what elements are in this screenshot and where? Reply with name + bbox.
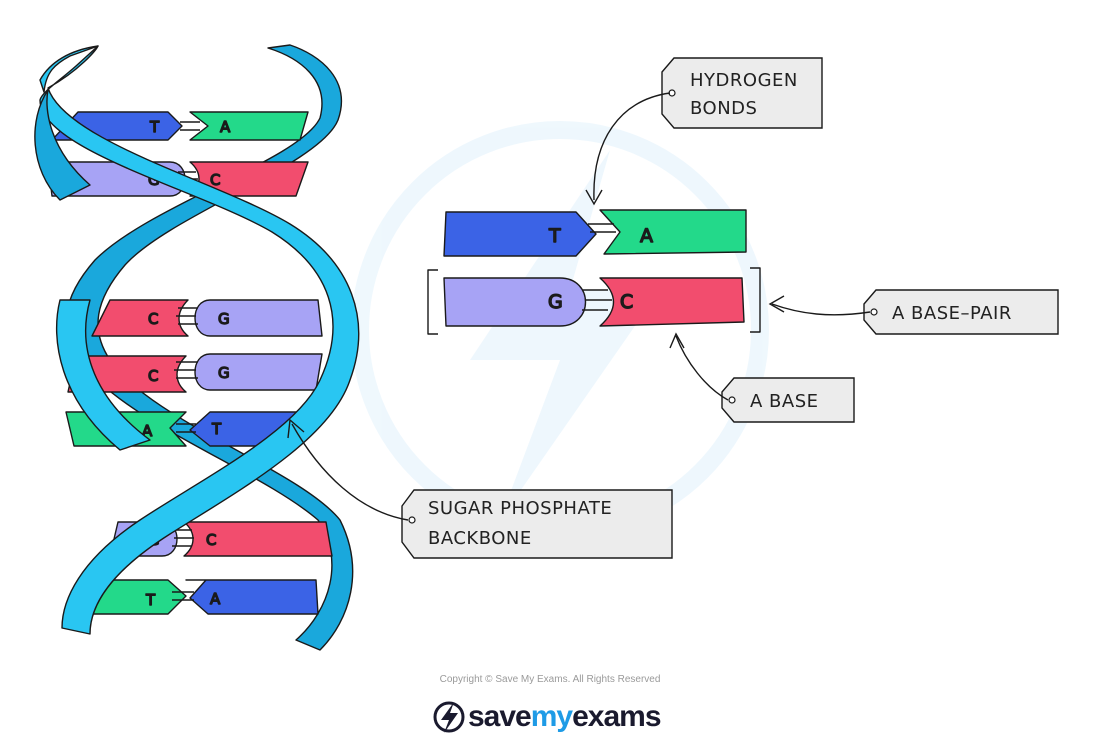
label-base-pair: A BASE–PAIR: [768, 289, 1059, 335]
brand-exams: exams: [572, 700, 661, 733]
backbone-strand-lower-left: [55, 299, 151, 451]
brand-bolt-icon: [433, 701, 465, 733]
detail-pair-gc-right: C: [620, 291, 633, 313]
brand-logo: save my exams: [468, 697, 662, 737]
label-backbone-line2: BACKBONE: [428, 528, 532, 549]
backbone-strand-left: [34, 89, 91, 201]
label-hydrogen-bonds-line1: HYDROGEN: [690, 70, 798, 91]
copyright-notice: Copyright © Save My Exams. All Rights Re…: [439, 674, 661, 685]
helix-pair-4-left: C: [148, 367, 158, 385]
detail-pair-ta: T A: [443, 209, 747, 257]
helix-pair-3: C G: [91, 299, 323, 337]
detail-base-pairs: T A G C: [427, 209, 761, 335]
helix-pair-3-left: C: [148, 310, 158, 328]
helix-pair-7-left: T: [145, 591, 156, 609]
detail-pair-gc-left: G: [548, 291, 563, 313]
helix-pair-1: T A: [51, 111, 309, 141]
helix-pair-2-right: C: [210, 171, 220, 189]
brand-my: my: [530, 700, 573, 733]
dna-double-helix: T A G C C G C G: [34, 44, 360, 651]
label-base-text: A BASE: [750, 391, 819, 412]
label-base-pair-text: A BASE–PAIR: [892, 303, 1012, 324]
brand-save: save: [468, 700, 532, 733]
label-hydrogen-bonds: HYDROGEN BONDS: [585, 57, 823, 206]
helix-pair-7-right: A: [210, 590, 221, 608]
base-pair-bracket-left: [427, 269, 438, 335]
helix-pair-1-left: T: [149, 118, 160, 136]
label-backbone-line1: SUGAR PHOSPHATE: [428, 498, 612, 519]
detail-pair-ta-left: T: [548, 225, 561, 247]
label-sugar-phosphate-backbone: SUGAR PHOSPHATE BACKBONE: [287, 418, 673, 559]
helix-pair-4: C G: [67, 353, 323, 393]
base-pair-bracket-right: [750, 267, 761, 333]
label-hydrogen-bonds-line2: BONDS: [690, 98, 757, 119]
backbone-strand-front: [39, 45, 360, 635]
watermark-logo: [351, 121, 769, 539]
helix-pair-7: T A: [75, 579, 319, 615]
helix-pair-3-right: G: [218, 310, 230, 328]
backbone-strand-top: [39, 45, 99, 93]
backbone-strand-back: [65, 44, 354, 651]
helix-pair-6-right: C: [206, 531, 216, 549]
helix-pair-1-right: A: [220, 118, 231, 136]
detail-pair-ta-right: A: [640, 225, 653, 247]
label-base: A BASE: [669, 332, 855, 423]
helix-pair-5-right: T: [211, 420, 222, 438]
detail-pair-gc: G C: [443, 277, 745, 327]
helix-pair-4-right: G: [218, 364, 230, 382]
